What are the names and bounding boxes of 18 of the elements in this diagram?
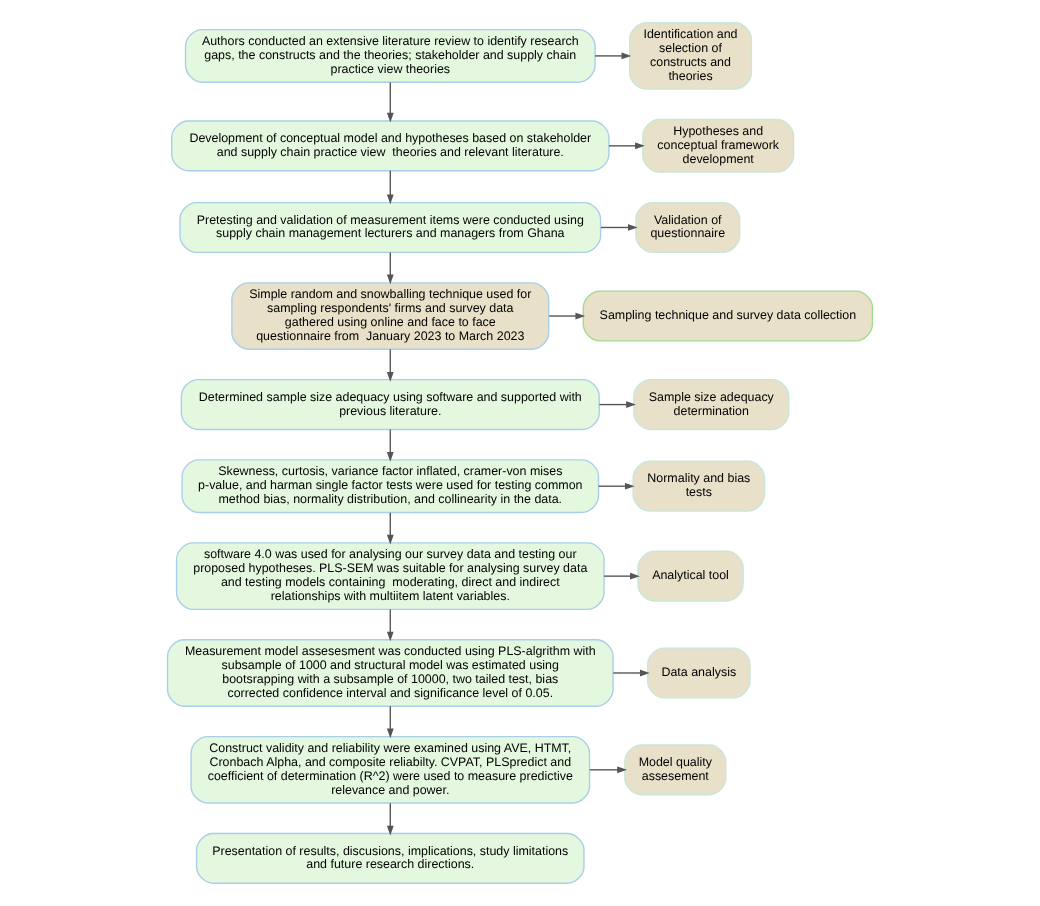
arrow (386, 512, 394, 545)
arrow (386, 705, 394, 739)
arrow (612, 669, 650, 677)
arrow (386, 428, 394, 462)
arrow (386, 608, 394, 642)
arrow (603, 572, 640, 580)
arrow (598, 401, 636, 408)
arrow (386, 81, 394, 123)
arrow (386, 251, 394, 285)
arrow (386, 348, 394, 382)
arrow (548, 312, 586, 320)
arrow (597, 482, 635, 490)
arrow (386, 802, 394, 836)
arrow (594, 52, 632, 60)
arrow (589, 766, 627, 774)
arrow (608, 142, 645, 150)
arrow (600, 224, 638, 231)
arrow (386, 170, 394, 205)
